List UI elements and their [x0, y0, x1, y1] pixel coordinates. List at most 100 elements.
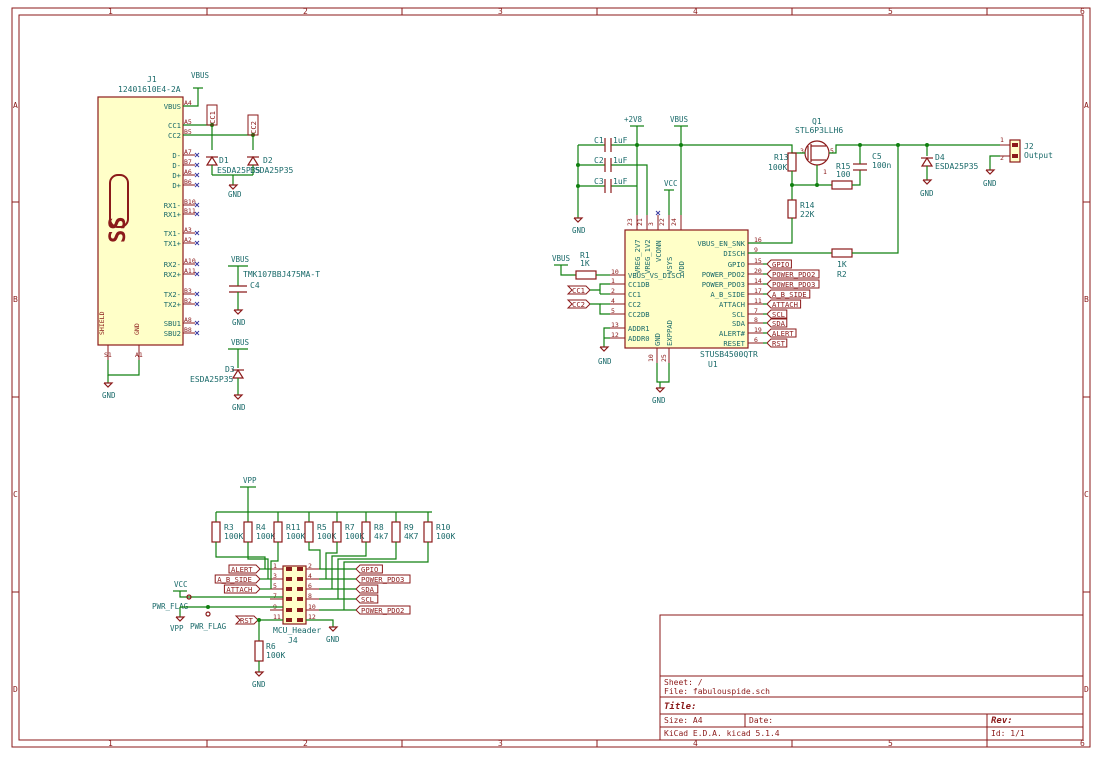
j4-pin-number: 10 [308, 603, 316, 611]
resistor-r14[interactable]: R14 22K [787, 199, 815, 219]
usb-c-connector-j1[interactable]: J1 12401610E4-2A SS SHIELD GND S1 A1 VBU… [97, 75, 200, 360]
cc1-label-u1: CC1 [566, 285, 591, 295]
svg-text:ESDA25P35: ESDA25P35 [935, 162, 979, 171]
svg-text:100K: 100K [266, 651, 285, 660]
file-name: File: fabulouspide.sch [664, 687, 770, 696]
j1-pin-number: A6 [184, 168, 192, 176]
pullup-resistor[interactable] [243, 521, 253, 543]
net-label-u1: GPIO [772, 260, 789, 269]
gnd-symbol-addr: GND [598, 357, 612, 366]
net-label-u1: SDA [772, 319, 786, 328]
svg-text:RST: RST [240, 616, 254, 625]
j1-pin-number: B6 [184, 178, 192, 186]
row-label: D [13, 685, 18, 694]
tvs-diode-d1[interactable]: D1 ESDA25P35 [205, 155, 261, 175]
svg-text:1: 1 [823, 168, 827, 176]
cc1-net-label: CC1 [206, 104, 218, 126]
svg-text:ESDA25P35: ESDA25P35 [190, 375, 234, 384]
svg-text:C2: C2 [594, 156, 604, 165]
resistor-ref: R5 [317, 523, 327, 532]
pwr-flag-1: PWR_FLAG [152, 602, 189, 611]
tvs-diode-d4[interactable]: D4 ESDA25P35 [920, 153, 979, 171]
j1-wiring: VBUS CC1 CC2 D1 ESDA25P35 D2 ESDA25P35 [102, 71, 320, 412]
svg-text:R6: R6 [266, 642, 276, 651]
u1-left-pin-label: CC1DB [628, 280, 650, 289]
resistor-r6[interactable]: R6 100K [254, 640, 285, 662]
resistor-r2[interactable]: 1K R2 [831, 248, 853, 279]
resistor-r1[interactable]: VBUS R1 1K [552, 251, 610, 280]
net-label-j4-left: ALERT [231, 565, 253, 574]
j1-pin-label: D- [172, 151, 181, 160]
capacitor-c4[interactable]: VBUS TMK107BBJ475MA-T C4 GND [228, 255, 320, 327]
col-label: 4 [693, 7, 698, 16]
u1-right-pin-number: 8 [754, 316, 758, 324]
resistor-r15[interactable]: R15 100 [831, 162, 853, 190]
resistor-value: 100K [317, 532, 336, 541]
svg-text:C5: C5 [872, 152, 882, 161]
sheet-frame: 1 2 3 4 5 6 1 2 3 4 5 6 A B C D A B C D [11, 7, 1091, 748]
svg-text:1K: 1K [837, 260, 847, 269]
net-label-j4-right: SDA [361, 585, 375, 594]
title-field: Title: [664, 701, 697, 712]
u1-right-pin-number: 9 [754, 246, 758, 254]
j1-pin-label: RX1+ [164, 210, 182, 219]
net-label-box [766, 328, 797, 338]
date-field: Date: [749, 716, 773, 725]
tvs-diode-d3[interactable]: VBUS D3 ESDA25P35 GND [190, 338, 250, 412]
j4-pin-number: 7 [273, 592, 277, 600]
pullup-resistor[interactable] [391, 521, 401, 543]
col-label: 3 [498, 739, 503, 748]
u1-left-pin-label: CC2 [628, 300, 641, 309]
capacitor-c5[interactable]: C5 100n [853, 152, 891, 171]
pullup-resistor[interactable] [423, 521, 433, 543]
capacitor-c2[interactable]: C2 1uF [594, 156, 628, 172]
j1-pin-label: TX2+ [164, 300, 182, 309]
output-connector-j2[interactable]: 1 2 J2 Output [1000, 136, 1053, 163]
cc2-net-label: CC2 [247, 114, 259, 136]
tvs-diode-d2[interactable]: D2 ESDA25P35 [246, 155, 294, 175]
pd-controller-u1[interactable]: VREG_2V723VREG_1V221VSYS22VDD24VCONN3VBU… [610, 210, 763, 369]
resistor-r13[interactable]: R13 100K [768, 152, 797, 172]
pullup-resistor[interactable] [211, 521, 221, 543]
j1-pin-number: B7 [184, 158, 192, 166]
capacitor-c3[interactable]: C3 1uF [594, 177, 628, 193]
resistor-ref: R3 [224, 523, 234, 532]
j1-pin-label: SBU2 [164, 329, 181, 338]
j4-pin-number: 3 [273, 572, 277, 580]
j1-pin-number: A3 [184, 226, 192, 234]
size-field: Size: A4 [664, 716, 703, 725]
u1-vconn-number: 3 [647, 222, 655, 226]
j1-a1: A1 [135, 351, 143, 359]
j1-pin-number: A7 [184, 148, 192, 156]
resistor-ref: R4 [256, 523, 266, 532]
pullup-resistor[interactable] [304, 521, 314, 543]
u1-left-pin-number: 4 [611, 297, 615, 305]
col-label: 3 [498, 7, 503, 16]
net-label-box [223, 584, 261, 594]
row-label: A [13, 101, 18, 110]
u1-right-pin-label: SCL [732, 310, 745, 319]
col-label: 5 [888, 739, 893, 748]
j1-pin-number: B5 [184, 128, 192, 136]
u1-left-pin-number: 12 [611, 331, 619, 339]
j1-pin-label: D+ [172, 181, 181, 190]
svg-text:D2: D2 [263, 156, 273, 165]
net-label-box [355, 594, 379, 604]
u1-right-pin-label: GPIO [728, 260, 745, 269]
capacitor-c1[interactable]: C1 1uF [594, 136, 628, 152]
svg-text:D4: D4 [935, 153, 945, 162]
j1-gnd-label: GND [133, 323, 141, 335]
u1-right-pin-number: 14 [754, 277, 762, 285]
u1-top-pin-label: VREG_2V7 [633, 239, 642, 274]
row-label: C [13, 490, 18, 499]
j1-pin-number: A4 [184, 99, 192, 107]
j4-ref: J4 [288, 636, 298, 645]
j4-pin-number: 6 [308, 582, 312, 590]
svg-text:2: 2 [1000, 154, 1004, 162]
vbus-power-j1: VBUS [191, 71, 210, 80]
svg-text:3: 3 [800, 147, 804, 155]
rst-label-j4: RST [234, 615, 259, 625]
net-label-box [766, 269, 820, 279]
svg-text:1uF: 1uF [613, 156, 628, 165]
